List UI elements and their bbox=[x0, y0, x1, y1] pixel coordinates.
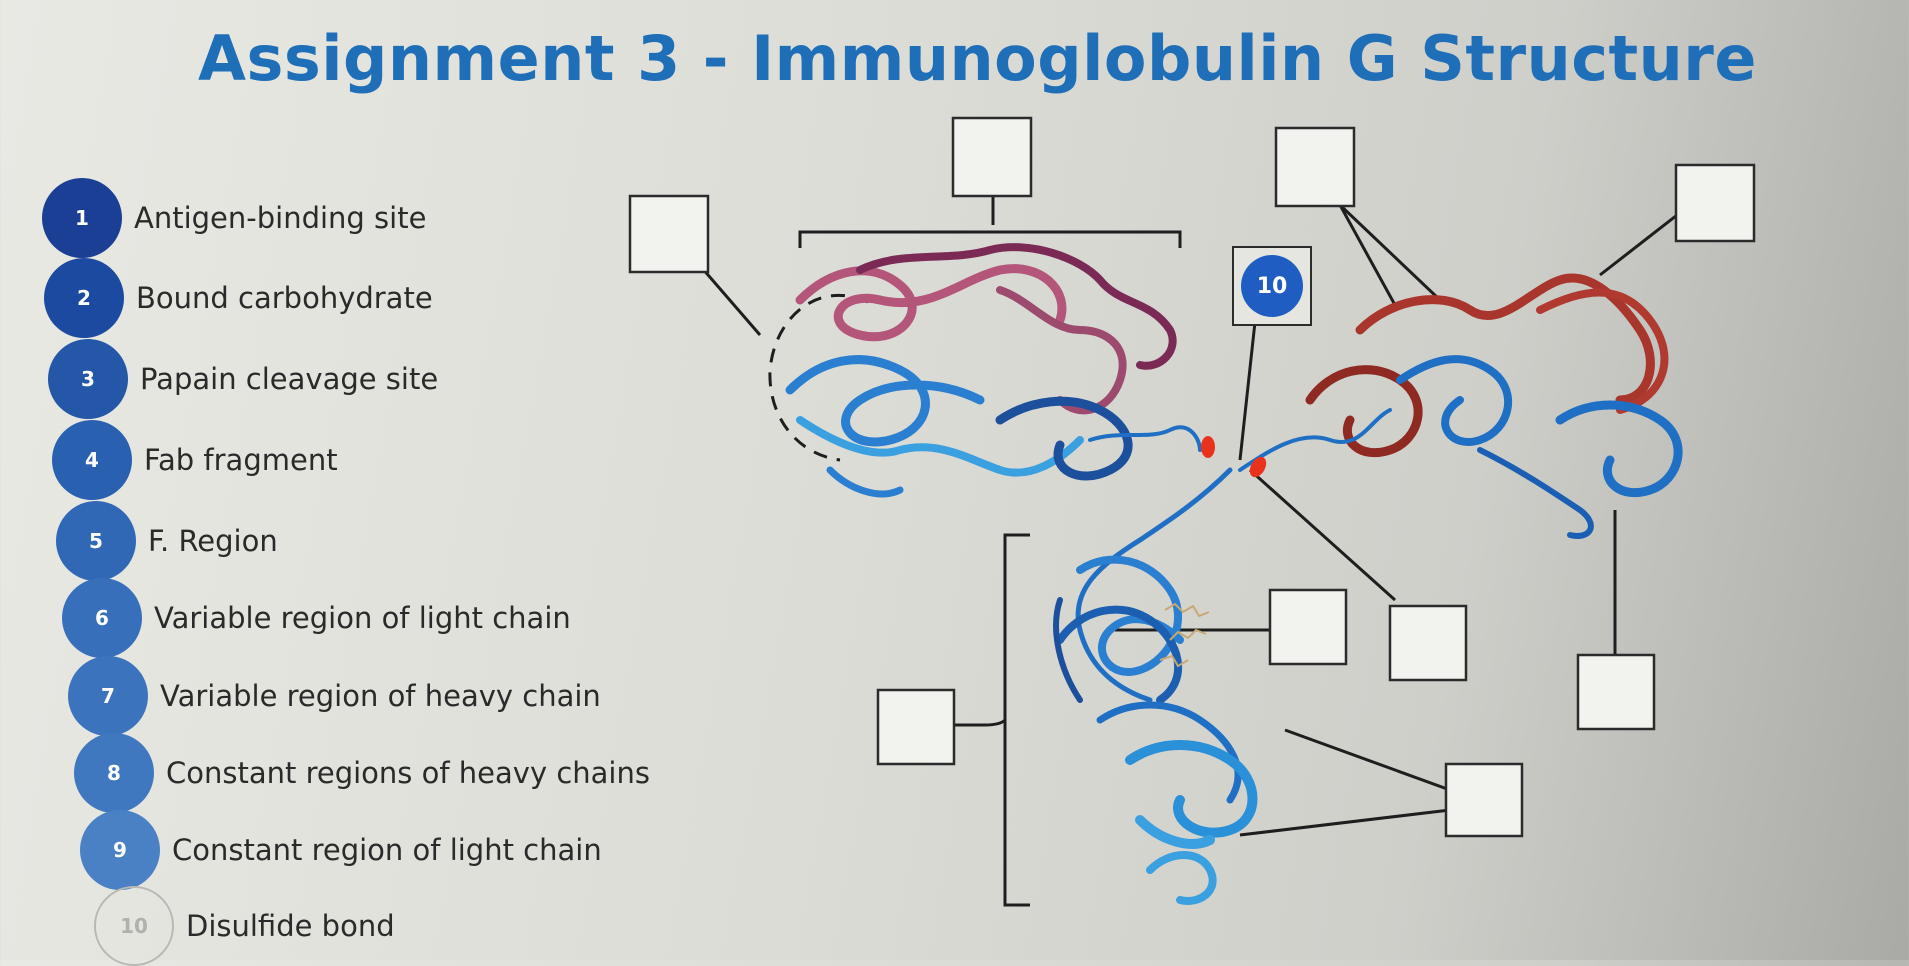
answer-box[interactable] bbox=[1578, 655, 1654, 729]
fc-region bbox=[1056, 470, 1252, 901]
fab-fragment-left bbox=[790, 247, 1200, 494]
answer-box[interactable] bbox=[1446, 764, 1522, 836]
answer-box[interactable] bbox=[1270, 590, 1346, 664]
answer-box[interactable] bbox=[1276, 128, 1354, 206]
answer-box[interactable] bbox=[630, 196, 708, 272]
disulfide-bond-dot bbox=[1201, 436, 1215, 458]
answer-box[interactable] bbox=[953, 118, 1031, 196]
answer-box[interactable] bbox=[1390, 606, 1466, 680]
disulfide-bond-dot bbox=[1246, 454, 1269, 480]
answer-box[interactable] bbox=[1676, 165, 1754, 241]
answer-box-filled[interactable]: 10 bbox=[1232, 246, 1312, 326]
disulfide-number-badge: 10 bbox=[1241, 255, 1303, 317]
answer-box[interactable] bbox=[878, 690, 954, 764]
